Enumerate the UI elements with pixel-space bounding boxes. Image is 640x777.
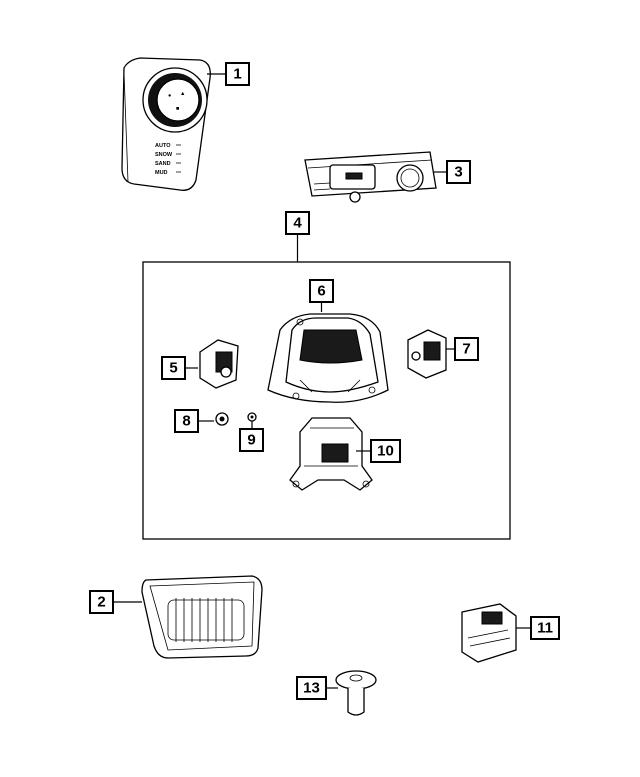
svg-text:■: ■ <box>176 106 179 112</box>
callout-label: 5 <box>169 360 177 377</box>
callout-2: 2 <box>89 590 114 614</box>
callout-3: 3 <box>446 160 471 184</box>
callout-label: 7 <box>462 341 470 358</box>
callout-5: 5 <box>161 356 186 380</box>
mode-label: SNOW <box>155 152 173 158</box>
callout-label: 6 <box>317 283 325 300</box>
callout-label: 2 <box>97 594 105 611</box>
callout-7: 7 <box>454 337 479 361</box>
callout-13: 13 <box>296 676 327 700</box>
part-13-bolt <box>335 670 377 716</box>
part-5-left-switch <box>199 339 239 389</box>
callout-label: 10 <box>377 443 394 460</box>
callout-label: 13 <box>303 680 320 697</box>
svg-text:▲: ▲ <box>180 91 185 97</box>
mode-label: SAND <box>155 161 171 167</box>
part-3-usb-media-hub <box>304 151 437 203</box>
assembly-group-frame <box>142 261 511 540</box>
part-6-center-bracket <box>267 313 389 403</box>
callout-11: 11 <box>530 616 560 640</box>
callout-8: 8 <box>174 409 199 433</box>
mode-label: AUTO <box>155 143 171 149</box>
part-9-fastener <box>247 412 257 422</box>
part-2-tray-mat <box>141 575 263 659</box>
part-1-mode-labels: AUTO SNOW SAND MUD <box>155 143 173 176</box>
callout-10: 10 <box>370 439 401 463</box>
callout-label: 1 <box>233 66 241 83</box>
callout-1: 1 <box>225 62 250 86</box>
mode-label: MUD <box>155 170 168 176</box>
callout-4: 4 <box>285 211 310 235</box>
part-11-switch-connector <box>461 603 517 663</box>
callout-label: 9 <box>247 432 255 449</box>
part-8-screw <box>215 412 229 426</box>
callout-label: 8 <box>182 413 190 430</box>
part-10-lower-bracket <box>289 417 373 491</box>
callout-9: 9 <box>239 428 264 452</box>
part-1-terrain-selector-bezel: ● ▲ ■ AUTO SNOW SAND MUD <box>121 57 211 191</box>
part-7-right-switch <box>407 329 447 379</box>
callout-label: 11 <box>537 620 553 637</box>
svg-text:●: ● <box>168 93 171 99</box>
callout-label: 4 <box>293 215 302 232</box>
callout-6: 6 <box>309 279 334 303</box>
callout-label: 3 <box>454 164 462 181</box>
mat-grille <box>167 598 245 642</box>
